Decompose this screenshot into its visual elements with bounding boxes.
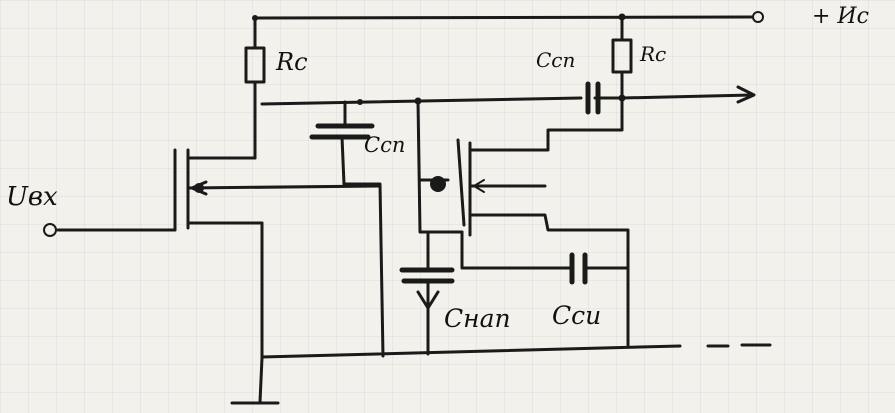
wire <box>188 80 257 160</box>
junction-dot <box>357 99 363 105</box>
drain-resistor-left <box>244 46 266 84</box>
common-line <box>260 344 682 359</box>
coupling-capacitor-right-label: Ccп <box>536 48 576 72</box>
coupling-capacitor-left <box>309 123 375 140</box>
wire <box>340 135 385 358</box>
supply-rail <box>253 15 754 20</box>
input-terminal <box>43 223 57 237</box>
substrate-arrow-icon <box>472 179 485 193</box>
output-arrow-icon <box>736 85 756 104</box>
drain-resistor-right <box>611 38 633 74</box>
output-gate-line <box>456 138 466 227</box>
supply-terminal <box>752 11 764 23</box>
source-drain-capacitor-label: Cси <box>552 301 602 330</box>
supply-voltage-label: + Ис <box>812 4 869 29</box>
wire <box>476 70 624 152</box>
coupling-capacitor-right <box>585 81 601 115</box>
drain-resistor-right-label: Rc <box>640 42 667 66</box>
junction-dot <box>194 183 204 193</box>
down-arrow-icon <box>416 290 440 310</box>
source-drain-capacitor <box>569 252 588 285</box>
output-line <box>620 93 754 100</box>
wire <box>416 99 464 234</box>
bootstrap-capacitor <box>399 267 455 284</box>
bootstrap-capacitor-label: Cнап <box>444 304 511 333</box>
coupling-capacitor-left-label: Ccп <box>364 133 406 157</box>
input-voltage-label: Uвх <box>6 182 58 212</box>
wire <box>258 221 264 404</box>
drain-resistor-left-label: Rc <box>276 48 308 76</box>
wire <box>186 184 382 190</box>
junction-dot <box>430 176 446 192</box>
wire <box>460 230 572 270</box>
